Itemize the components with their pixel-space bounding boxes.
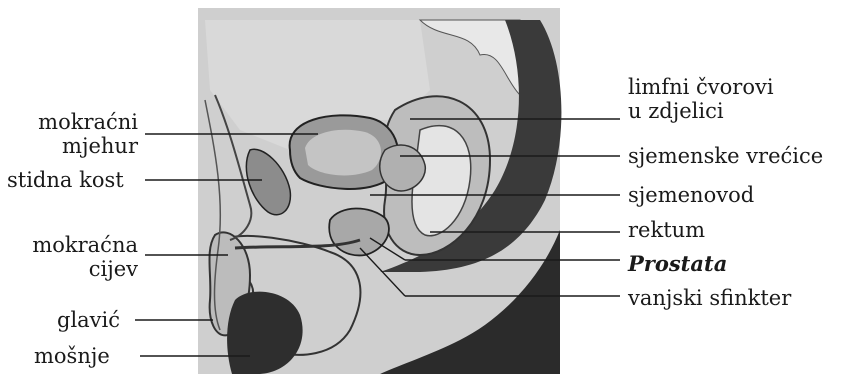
label-lymph-nodes: limfni čvorovi u zdjelici (628, 75, 774, 123)
label-rectum: rektum (628, 218, 705, 242)
label-seminal-vesicles: sjemenske vrećice (628, 144, 823, 168)
leader-prostate (370, 238, 405, 260)
label-prostate: Prostata (628, 252, 727, 276)
label-vas-deferens: sjemenovod (628, 183, 754, 207)
label-scrotum: mošnje (34, 344, 110, 368)
label-glans: glavić (57, 308, 120, 332)
label-external-sphincter: vanjski sfinkter (628, 286, 791, 310)
label-bladder: mokraćni mjehur (20, 110, 138, 158)
label-urethra: mokraćna cijev (14, 233, 138, 281)
label-pubic-bone: stidna kost (7, 168, 124, 192)
